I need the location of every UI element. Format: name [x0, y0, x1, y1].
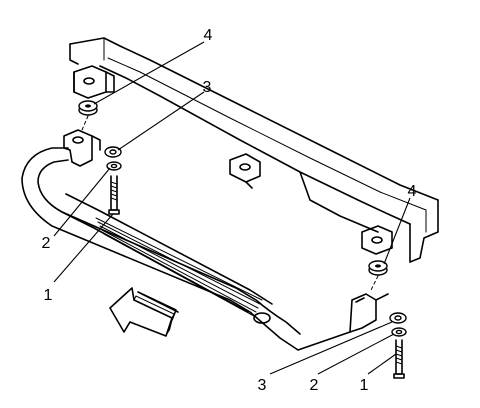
- bolt-rear: [393, 339, 405, 379]
- lockwasher-rear: [391, 327, 407, 337]
- callout-labels: 4 3 2 1 4 3 2 1: [42, 27, 417, 394]
- callout-2-left: 2: [42, 235, 51, 252]
- frame-rail: [69, 37, 439, 263]
- spacer-rear: [368, 260, 388, 276]
- step-bracket-front: [63, 129, 101, 167]
- frame-bracket-front: [73, 65, 115, 99]
- washer-rear: [389, 312, 407, 324]
- callout-1-bottom: 1: [360, 377, 369, 394]
- callout-4-top: 4: [204, 27, 213, 44]
- callout-3-bottom: 3: [258, 377, 267, 394]
- alignment-lines: [81, 115, 379, 293]
- callout-2-bottom: 2: [310, 377, 319, 394]
- lockwasher-front: [106, 161, 122, 171]
- frame-bracket-middle: [229, 153, 261, 189]
- leader-lines: [53, 41, 411, 375]
- callout-3-top: 3: [203, 79, 212, 96]
- front-direction-arrow-icon: [109, 287, 179, 337]
- bolt-front: [108, 175, 120, 215]
- spacer-front: [78, 100, 98, 116]
- callout-4-right: 4: [408, 183, 417, 200]
- running-board: [21, 147, 389, 351]
- callout-1-left: 1: [44, 287, 53, 304]
- frame-bracket-rear: [361, 225, 393, 255]
- washer-front: [104, 146, 122, 158]
